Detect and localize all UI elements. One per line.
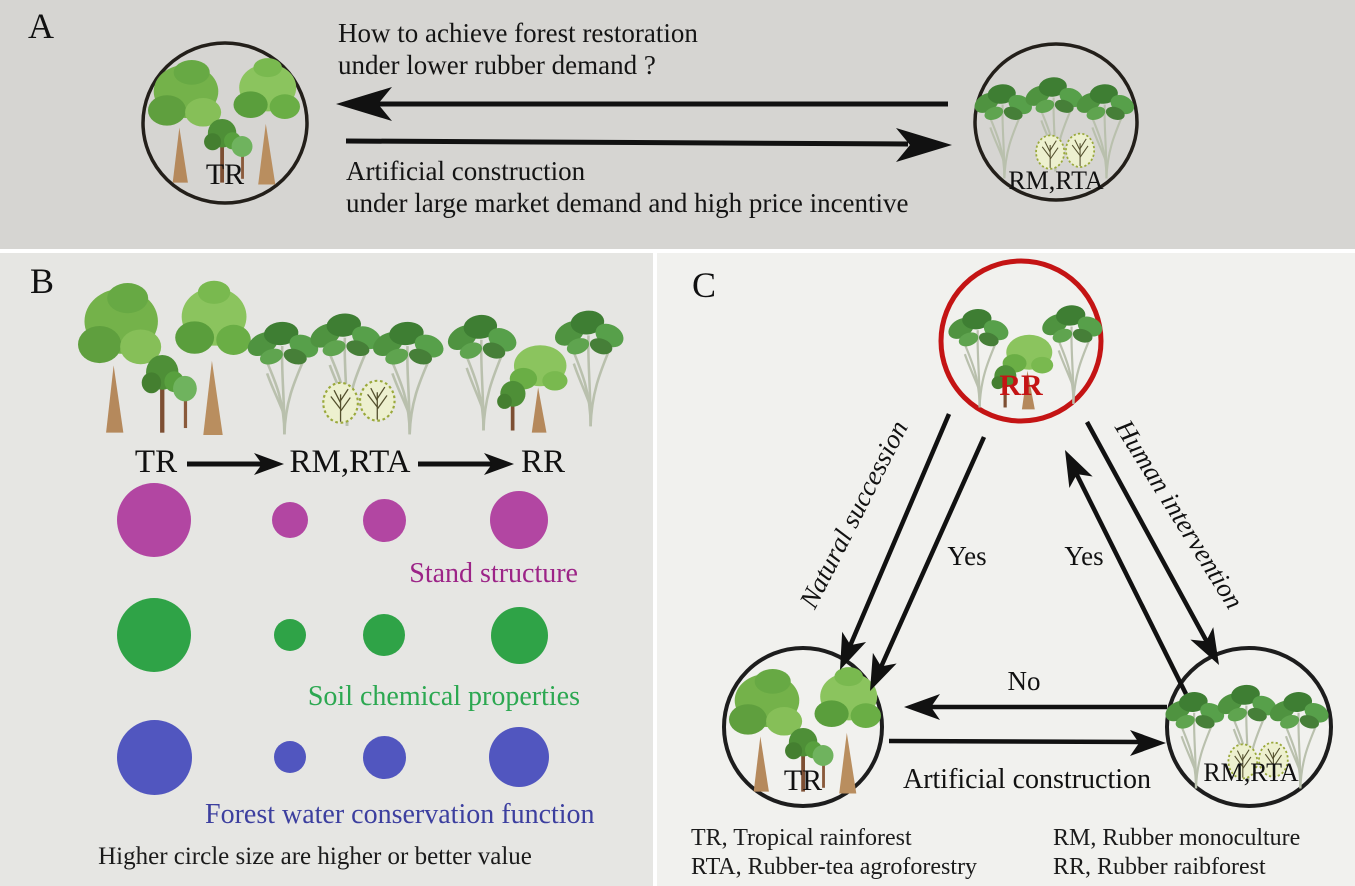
tr-node-label: TR <box>205 158 245 191</box>
human-intervention-arrow-head <box>1190 627 1219 665</box>
tr-node-circle-c <box>722 646 884 808</box>
rm-rta-node-label: RM,RTA <box>1008 166 1104 195</box>
bubble-stand-structure-rm <box>272 502 308 538</box>
bubble-matrix <box>0 253 653 886</box>
artificial-construction-arrow-head <box>1130 730 1166 756</box>
tr-node-label-c: TR <box>783 764 823 797</box>
restoration-question-line1: How to achieve forest restoration <box>338 18 698 48</box>
legend-rm: RM, Rubber monoculture <box>1053 825 1301 851</box>
soil-chemical-label: Soil chemical properties <box>307 681 580 712</box>
bubble-stand-structure-rr <box>490 491 548 549</box>
panel-b: B TR RM,RTA RR Stand structure Soil chem… <box>0 253 653 886</box>
construction-arrow-head <box>896 128 952 162</box>
construction-arrow-shaft <box>345 138 909 147</box>
sequence-from-label: TR <box>134 444 178 480</box>
legend-tr: TR, Tropical rainforest <box>691 825 912 851</box>
yes-right-arrow-shaft <box>1073 471 1189 696</box>
yes-left-arrow-shaft <box>878 436 987 668</box>
rr-node-circle <box>938 258 1104 424</box>
bubble-water-conservation-rta <box>362 735 406 779</box>
yes-right-label: Yes <box>1064 541 1104 571</box>
panel-b-graphics <box>78 280 653 475</box>
sequence-middle-label: RM,RTA <box>289 444 411 480</box>
sequence-arrow1-head <box>254 453 284 475</box>
sequence-arrow2-head <box>484 453 514 475</box>
human-intervention-arrow-shaft <box>1085 420 1209 644</box>
bubble-stand-structure-tr <box>117 483 191 557</box>
no-arrow-head <box>904 694 940 720</box>
bubble-soil-chemical-tr <box>117 598 191 672</box>
no-label: No <box>1007 666 1041 696</box>
panel-c: C RR TR RM,RTA Natural succession Human … <box>657 253 1355 886</box>
natural-succession-arrow-shaft <box>847 413 952 647</box>
construction-text-line1: Artificial construction <box>346 156 586 186</box>
sequence-to-label: RR <box>520 444 566 480</box>
legend-rta: RTA, Rubber-tea agroforestry <box>691 854 978 880</box>
artificial-construction-arrow-shaft <box>888 738 1143 745</box>
bubble-water-conservation-rm <box>274 741 306 773</box>
yes-left-arrow-head <box>870 652 897 691</box>
rubber-plantation-trees-icon <box>971 76 1137 179</box>
bubble-soil-chemical-rr <box>490 606 548 664</box>
panel-a-letter: A <box>28 6 54 46</box>
panel-a-graphics <box>141 41 1139 205</box>
panel-a: A How to achieve forest restoration unde… <box>0 0 1355 249</box>
bubble-water-conservation-tr <box>116 719 192 795</box>
panel-b-letter: B <box>30 261 55 301</box>
restoration-arrow-head <box>336 87 392 121</box>
rm-rta-node-label-c: RM,RTA <box>1203 758 1299 787</box>
rm-rta-node-circle-c <box>1165 646 1333 808</box>
tr-node-circle <box>141 41 309 205</box>
bubble-stand-structure-rta <box>362 498 406 542</box>
bubble-size-caption: Higher circle size are higher or better … <box>98 843 532 870</box>
bubble-water-conservation-rr <box>489 727 549 787</box>
rr-node-label: RR <box>999 369 1043 402</box>
natural-succession-arrow-head <box>840 631 867 670</box>
yes-right-arrow-head <box>1065 450 1093 489</box>
water-conservation-label: Forest water conservation function <box>205 799 595 830</box>
yes-left-label: Yes <box>947 541 987 571</box>
bubble-soil-chemical-rm <box>274 619 306 651</box>
panel-c-graphics <box>722 258 1333 808</box>
bubble-soil-chemical-rta <box>363 614 405 656</box>
legend-rr: RR, Rubber raibforest <box>1053 854 1266 880</box>
panel-c-letter: C <box>692 265 717 305</box>
stand-structure-label: Stand structure <box>409 558 578 589</box>
construction-text-line2: under large market demand and high price… <box>346 188 909 218</box>
rm-rta-node-circle <box>973 42 1139 202</box>
restoration-question-line2: under lower rubber demand ? <box>338 50 656 80</box>
artificial-construction-label: Artificial construction <box>902 764 1152 795</box>
